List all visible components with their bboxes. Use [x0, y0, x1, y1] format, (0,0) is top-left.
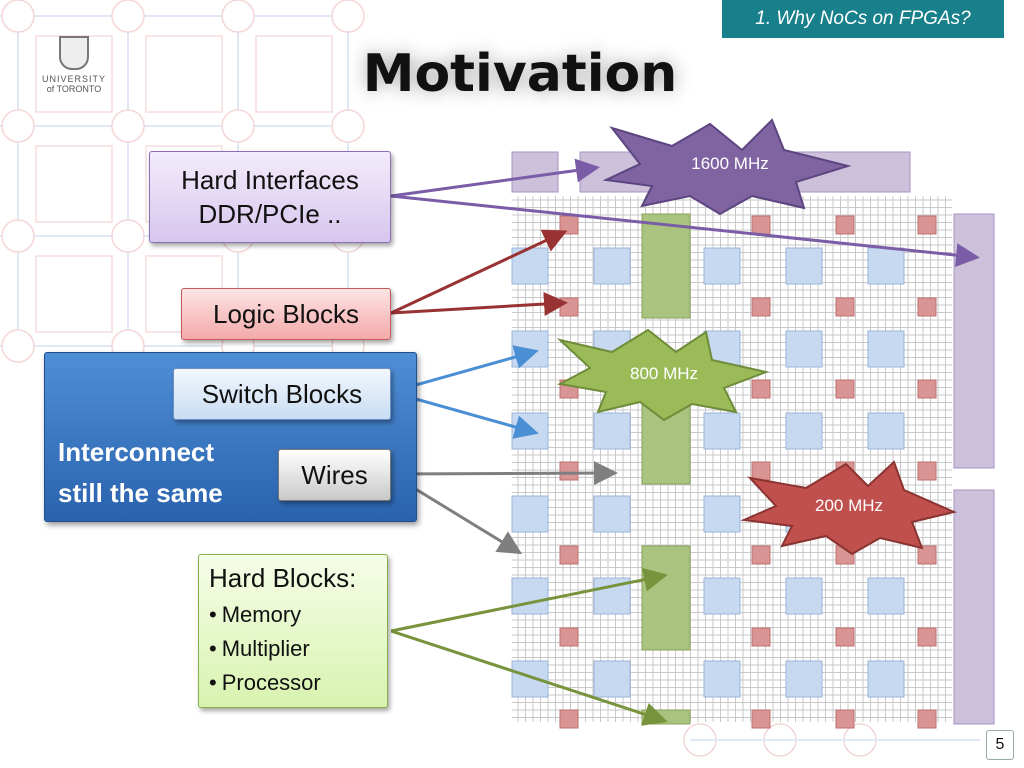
bg-node-circle: [1, 219, 35, 253]
switch-blocks-callout: Switch Blocks: [173, 368, 391, 420]
logic-block: [751, 297, 771, 317]
hard-interfaces-arrows: [390, 158, 980, 268]
switch-block: [785, 577, 823, 615]
bg-node-circle: [331, 0, 365, 33]
logic-block: [751, 545, 771, 565]
switch-block: [867, 330, 905, 368]
logic-block: [835, 297, 855, 317]
logic-block: [559, 709, 579, 729]
logic-block: [917, 461, 937, 481]
hard-interfaces-label: Hard Interfaces: [181, 165, 359, 195]
switch-block: [703, 577, 741, 615]
bg-node-circle: [1, 329, 35, 363]
switch-block: [703, 412, 741, 450]
switch-block: [593, 495, 631, 533]
bg-node-circle: [221, 0, 255, 33]
interconnect-line-1: Interconnect: [58, 437, 215, 467]
bg-node-circle: [111, 219, 145, 253]
logic-block: [917, 297, 937, 317]
logic-block: [835, 215, 855, 235]
bg-node-box: [35, 255, 113, 333]
switch-block: [703, 495, 741, 533]
logic-block: [559, 461, 579, 481]
hard-block-item: Memory: [209, 598, 387, 632]
logic-block: [751, 379, 771, 399]
switch-block: [511, 577, 549, 615]
bg-node-circle: [221, 109, 255, 143]
interconnect-line-2: still the same: [58, 478, 223, 508]
switch-block: [703, 660, 741, 698]
bg-node-circle: [111, 0, 145, 33]
hard-interfaces-sublabel: DDR/PCIe ..: [198, 199, 342, 229]
wires-callout: Wires: [278, 449, 391, 501]
logic-block: [917, 627, 937, 647]
page-number: 5: [986, 730, 1014, 760]
hard-block: [641, 545, 691, 651]
hard-blocks-title: Hard Blocks:: [209, 563, 357, 593]
hard-interfaces-callout: Hard Interfaces DDR/PCIe ..: [149, 151, 391, 243]
freq-label-200: 200 MHz: [814, 496, 884, 515]
logic-block: [917, 545, 937, 565]
interface-bar: [953, 489, 995, 725]
section-tag: 1. Why NoCs on FPGAs?: [722, 0, 1004, 38]
logic-blocks-arrows: [390, 229, 568, 317]
wires-arrows: [390, 461, 618, 555]
logic-block: [917, 709, 937, 729]
starburst-200mhz: [740, 460, 958, 556]
logic-block: [559, 627, 579, 647]
hard-block: [641, 213, 691, 319]
starburst-800mhz: [556, 328, 770, 422]
logic-block: [751, 709, 771, 729]
switch-block: [867, 412, 905, 450]
logic-block: [917, 215, 937, 235]
bg-node-circle: [111, 109, 145, 143]
hard-block-item: Multiplier: [209, 632, 387, 666]
slide-title: Motivation: [362, 44, 678, 104]
switch-block: [511, 495, 549, 533]
logic-block: [835, 379, 855, 399]
bg-node-circle: [331, 109, 365, 143]
bg-node-box: [255, 35, 333, 113]
switch-block: [785, 247, 823, 285]
switch-block: [593, 660, 631, 698]
logic-block: [835, 709, 855, 729]
freq-label-1600: 1600 MHz: [691, 154, 769, 173]
switch-block: [785, 412, 823, 450]
logic-block: [559, 545, 579, 565]
bg-node-circle: [1, 0, 35, 33]
interconnect-note: Interconnect still the same: [58, 432, 268, 514]
logic-block: [751, 627, 771, 647]
logo-line-2: of TORONTO: [46, 84, 102, 94]
crest-icon: [59, 36, 89, 70]
hard-block-item: Processor: [209, 666, 387, 700]
bg-node-box: [145, 35, 223, 113]
bg-node-box: [35, 145, 113, 223]
hard-blocks-callout: Hard Blocks: Memory Multiplier Processor: [198, 554, 388, 708]
hard-blocks-arrows: [390, 567, 668, 726]
logic-block: [835, 627, 855, 647]
starburst-1600mhz: [602, 118, 852, 216]
bg-node-circle: [1, 109, 35, 143]
switch-block: [703, 247, 741, 285]
switch-block: [511, 660, 549, 698]
switch-block: [867, 660, 905, 698]
switch-block: [867, 577, 905, 615]
switch-block: [785, 330, 823, 368]
logic-blocks-callout: Logic Blocks: [181, 288, 391, 340]
logic-block: [917, 379, 937, 399]
switch-block: [593, 247, 631, 285]
freq-label-800: 800 MHz: [629, 364, 699, 383]
university-logo: UNIVERSITY of TORONTO: [36, 34, 112, 116]
switch-block: [593, 412, 631, 450]
switch-block: [785, 660, 823, 698]
logo-line-1: UNIVERSITY: [41, 74, 106, 84]
